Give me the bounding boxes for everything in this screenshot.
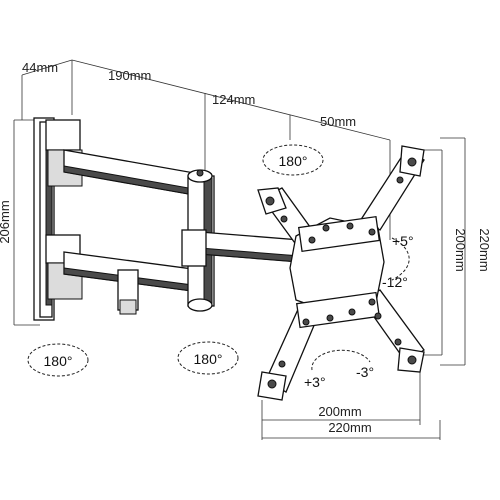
dim-vesa-inner-width: 200mm [318, 404, 361, 419]
tilt-down-label: -12° [382, 274, 408, 290]
level-minus-label: -3° [356, 364, 374, 380]
lower-arm [63, 251, 201, 315]
second-arm [181, 229, 301, 267]
dim-vesa-inner-height: 200mm [453, 228, 468, 271]
dim-plate-offset: 50mm [320, 114, 356, 129]
rotation-bottom-left-label: 180° [44, 353, 73, 369]
wall-plate [33, 117, 83, 321]
dim-arm-segment: 124mm [212, 92, 255, 107]
dim-arm-length: 190mm [108, 68, 151, 83]
dim-depth-wall: 44mm [22, 60, 58, 75]
dim-vesa-outer-height: 220mm [477, 228, 492, 271]
upper-arm [63, 149, 201, 197]
level-plus-label: +3° [304, 374, 326, 390]
rotation-arrows [27, 144, 410, 377]
vesa-bracket [257, 145, 425, 401]
dim-vesa-outer-width: 220mm [328, 420, 371, 435]
tilt-up-label: +5° [392, 233, 414, 249]
rotation-top-center-label: 180° [279, 153, 308, 169]
dim-wall-plate-height: 206mm [0, 200, 12, 243]
rotation-bottom-middle-label: 180° [194, 351, 223, 367]
